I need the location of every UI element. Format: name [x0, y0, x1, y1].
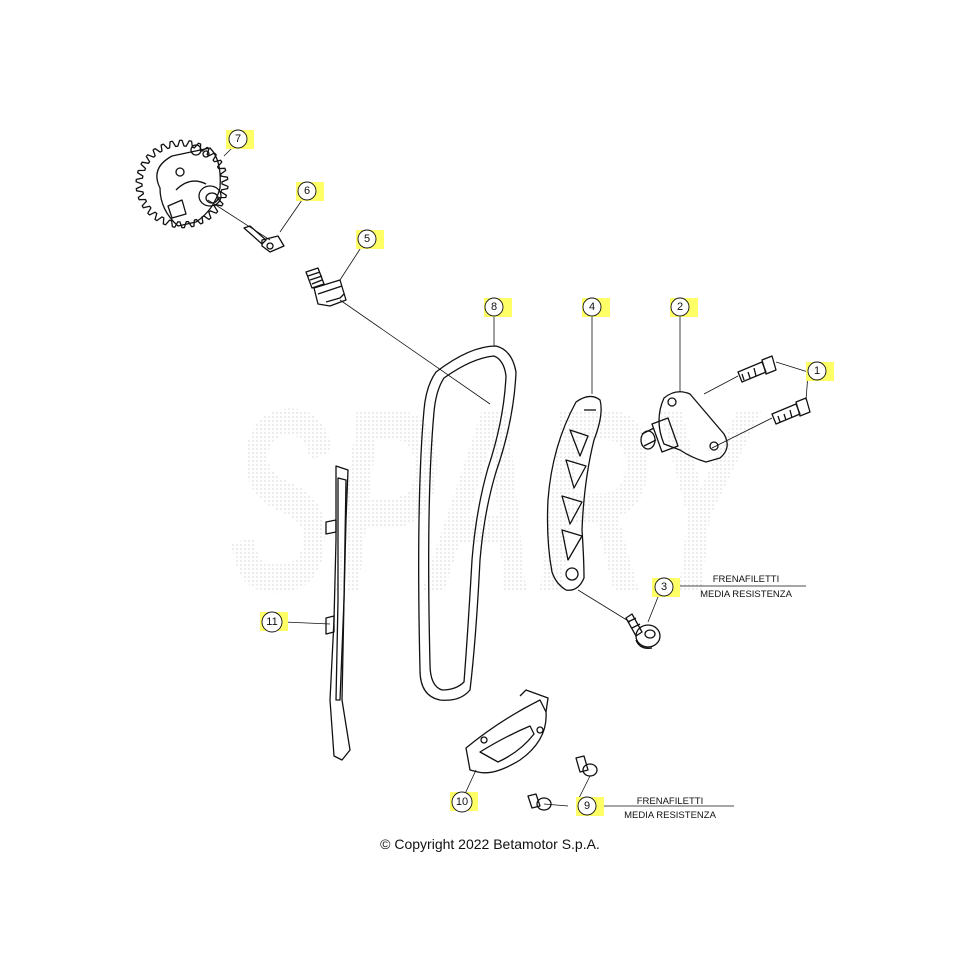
callout-4-label: 4	[589, 301, 595, 313]
callout-8: 8	[484, 297, 512, 317]
callout-11-label: 11	[266, 616, 277, 628]
callout-3: 3	[652, 577, 680, 597]
callout-6-label: 6	[304, 185, 310, 197]
callouts: 7 6 5 8 4 2 1	[226, 129, 834, 816]
callout-7-label: 7	[235, 133, 241, 145]
callout-9: 9	[576, 796, 604, 816]
note-3-line2: MEDIA RESISTENZA	[700, 589, 793, 600]
bolt-3-part	[625, 613, 661, 649]
callout-1-label: 1	[814, 365, 820, 377]
note-9-line1: FRENAFILETTI	[637, 796, 704, 807]
callout-2: 2	[670, 297, 698, 317]
chain-tensioner-part	[640, 391, 728, 463]
callout-9-label: 9	[584, 800, 590, 812]
callout-2-label: 2	[677, 301, 683, 313]
timing-chain-part	[418, 345, 517, 701]
tensioner-slider-part	[546, 395, 602, 591]
callout-11: 11	[260, 611, 288, 633]
bottom-guide-part	[465, 689, 549, 774]
flange-bolt-part	[305, 267, 347, 307]
callout-5-label: 5	[364, 233, 370, 245]
bolts-1-part	[737, 355, 811, 425]
callout-10-label: 10	[456, 796, 468, 808]
note-3-line1: FRENAFILETTI	[713, 574, 780, 585]
pin-part	[243, 225, 285, 253]
leader-lines	[207, 147, 809, 807]
chain-guide-part	[325, 465, 351, 761]
watermark: SPARY	[230, 356, 763, 646]
callout-3-label: 3	[661, 581, 667, 593]
callout-8-label: 8	[491, 301, 497, 313]
copyright-notice: © Copyright 2022 Betamotor S.p.A.	[380, 836, 600, 852]
callout-1: 1	[806, 361, 834, 381]
note-9-line2: MEDIA RESISTENZA	[624, 810, 717, 821]
cam-sprocket-part	[135, 139, 229, 229]
callout-5: 5	[356, 229, 384, 249]
callout-10: 10	[450, 791, 478, 813]
callout-6: 6	[296, 181, 324, 201]
callout-4: 4	[582, 297, 610, 317]
callout-7: 7	[226, 129, 254, 149]
